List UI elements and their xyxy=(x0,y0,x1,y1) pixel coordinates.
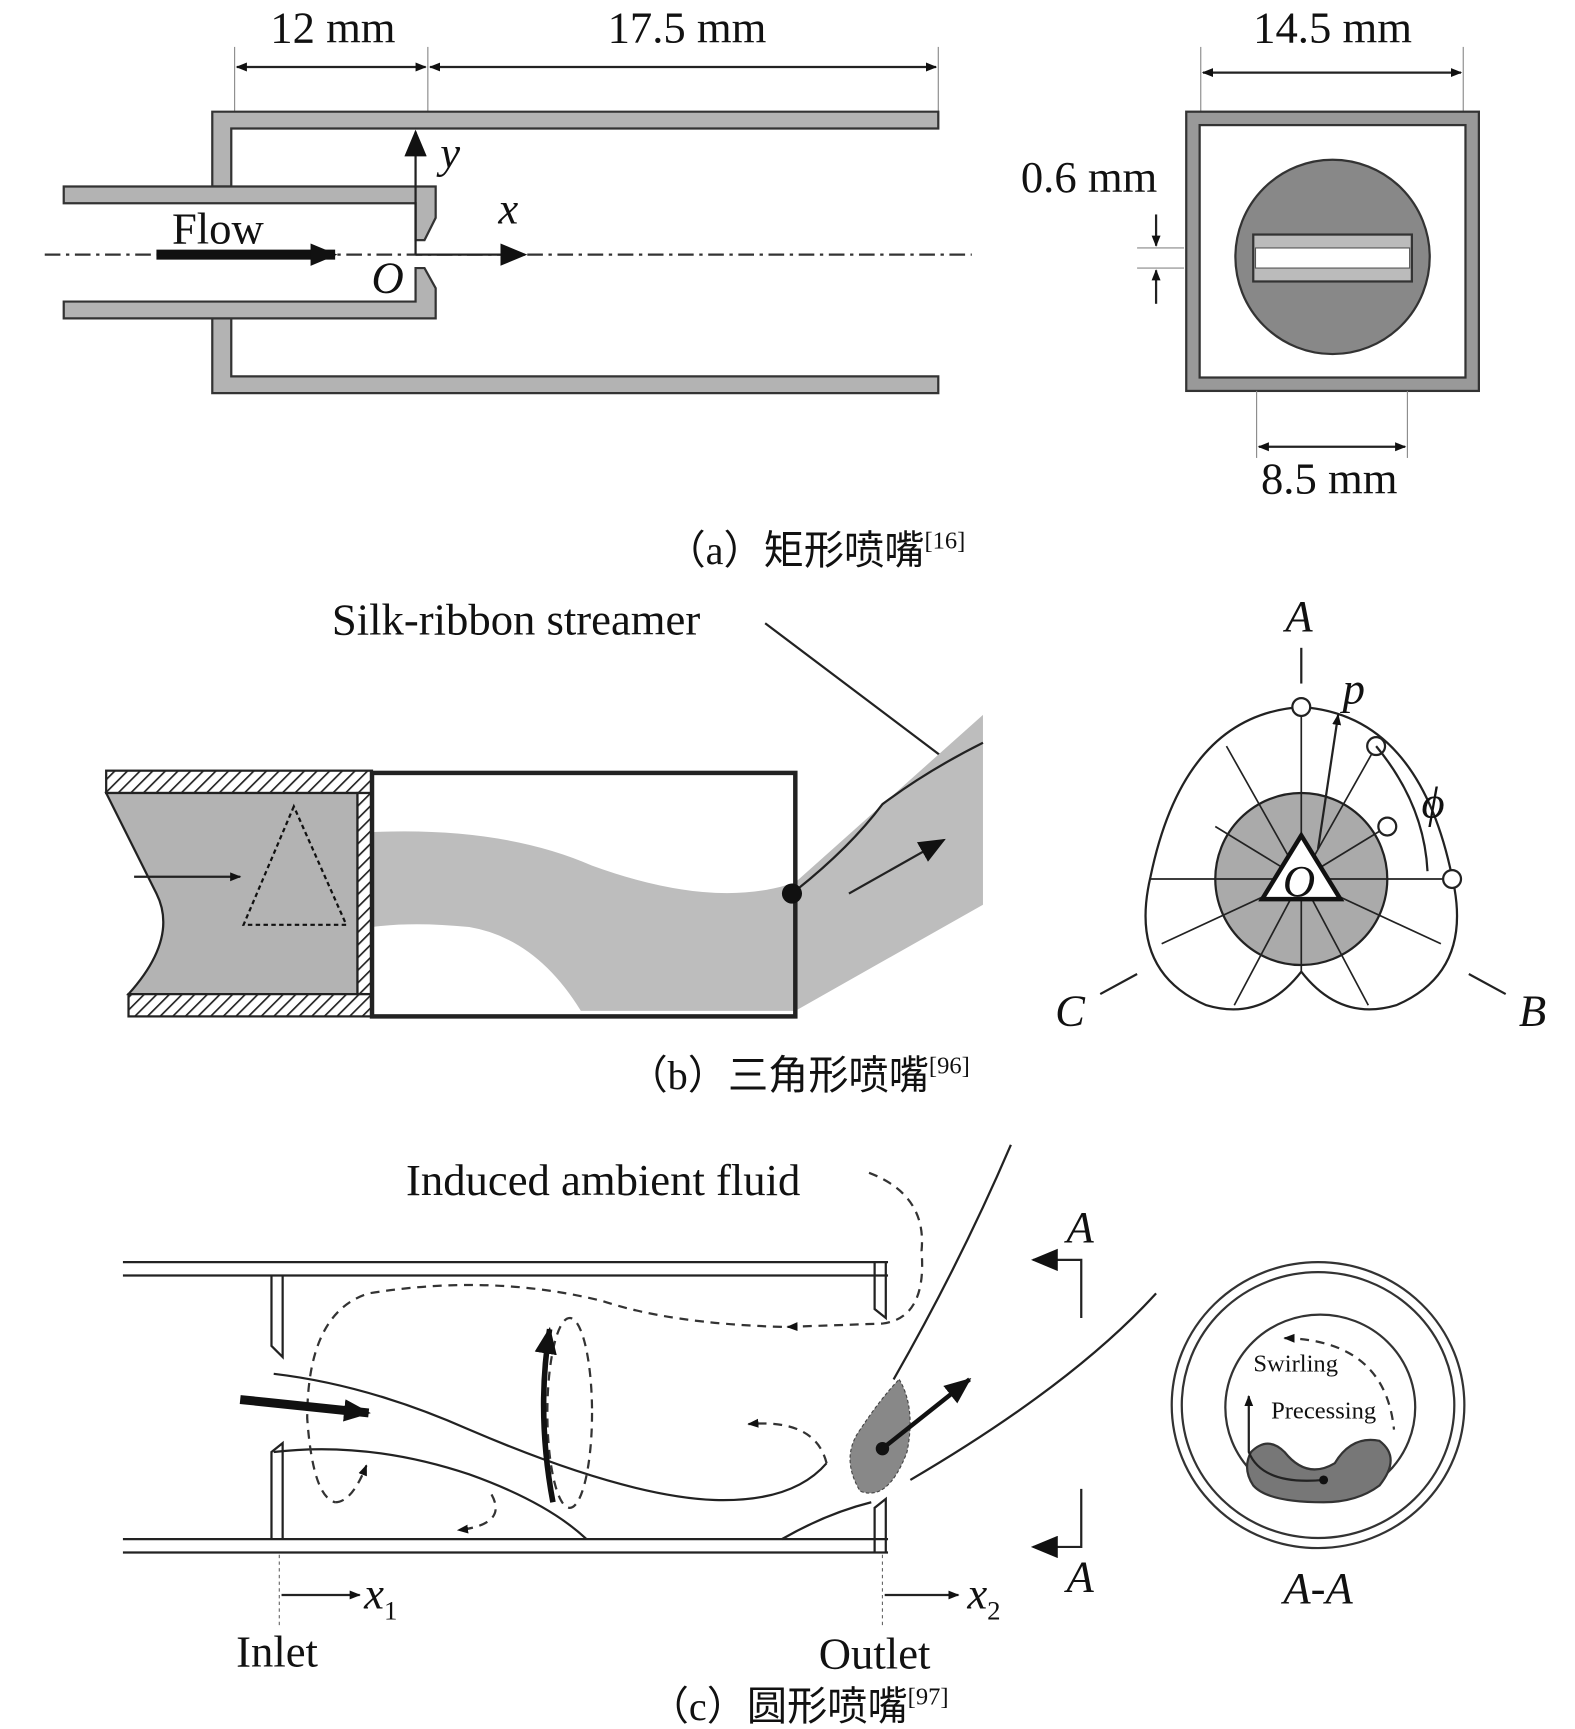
streamer-leader xyxy=(764,622,962,772)
dim-17-5-label: 17.5 mm xyxy=(608,2,767,52)
section-view-label: A-A xyxy=(1280,1563,1353,1613)
dim-14-5-label: 14.5 mm xyxy=(1253,2,1412,52)
dim-12-label: 12 mm xyxy=(270,2,396,52)
section-view: Swirling Precessing A-A xyxy=(1170,1261,1466,1613)
section-label-bottom: A xyxy=(1063,1552,1094,1602)
section-arrow-bottom xyxy=(1030,1488,1083,1559)
hatched-wall-bottom xyxy=(127,992,374,1018)
dim-8-5-label: 8.5 mm xyxy=(1261,454,1398,504)
label-O: O xyxy=(1283,856,1315,906)
caption-b: （b）三角形喷嘴[96] xyxy=(627,1052,969,1098)
hatched-wall-top xyxy=(105,769,374,795)
silk-ribbon xyxy=(791,741,984,895)
ribbon-anchor-dot xyxy=(781,883,803,904)
p-arrow xyxy=(1316,713,1342,850)
upstream-chamber xyxy=(104,791,359,996)
outer-tube-bottom xyxy=(211,317,940,395)
inlet-flow-arrow xyxy=(239,1395,371,1422)
triangle-orifice xyxy=(241,803,349,926)
label-p: p xyxy=(1340,664,1365,714)
x1-label: x1 xyxy=(363,1568,397,1625)
trefoil-diagram: A p ϕ O C B xyxy=(1055,591,1546,1035)
swirl-arrow xyxy=(534,1326,557,1503)
flow-label: Flow xyxy=(172,203,265,253)
panel-c-circular-nozzle: Induced ambient fluid A A xyxy=(122,1144,1466,1729)
precessing-label: Precessing xyxy=(1271,1397,1376,1424)
swirling-label: Swirling xyxy=(1253,1351,1338,1378)
caption-a: （a）矩形喷嘴[16] xyxy=(665,527,965,573)
precessing-jet-blob xyxy=(849,1378,911,1494)
section-label-top: A xyxy=(1063,1202,1094,1252)
x-axis-label: x xyxy=(497,183,518,233)
origin-label: O xyxy=(372,253,404,303)
jet-plume xyxy=(372,714,983,1011)
triangle-center xyxy=(1258,831,1345,902)
section-arrow-top xyxy=(1030,1248,1083,1318)
pipe xyxy=(122,1261,889,1554)
induced-fluid-label: Induced ambient fluid xyxy=(406,1155,800,1205)
dim-0-6-label: 0.6 mm xyxy=(1021,152,1158,202)
caption-c: （c）圆形喷嘴[97] xyxy=(649,1683,949,1729)
outlet-label: Outlet xyxy=(819,1629,931,1679)
label-A: A xyxy=(1282,591,1313,641)
panel-b-triangular-nozzle: Silk-ribbon streamer xyxy=(104,591,1546,1098)
label-B: B xyxy=(1519,985,1546,1035)
label-C: C xyxy=(1055,985,1086,1035)
precessing-jet-section xyxy=(1245,1438,1392,1504)
phi-arc xyxy=(1375,745,1429,872)
panel-a-rectangular-nozzle: 12 mm 17.5 mm Flow x y O 14.5 mm xyxy=(44,2,1480,573)
inner-tube-top xyxy=(62,185,437,242)
y-axis-label: y xyxy=(436,128,460,178)
outflow-arrow xyxy=(848,838,946,895)
inlet-label: Inlet xyxy=(236,1626,318,1676)
outer-tube-top xyxy=(211,110,940,188)
streamer-label: Silk-ribbon streamer xyxy=(332,594,700,644)
label-phi: ϕ xyxy=(1422,778,1445,828)
front-view: 14.5 mm 0.6 mm 8.5 mm xyxy=(1021,2,1480,504)
x2-label: x2 xyxy=(966,1568,1000,1625)
exit-jet-arrow xyxy=(881,1377,972,1451)
inner-tube-bottom xyxy=(62,266,437,320)
side-view: 12 mm 17.5 mm Flow x y O xyxy=(44,2,972,395)
